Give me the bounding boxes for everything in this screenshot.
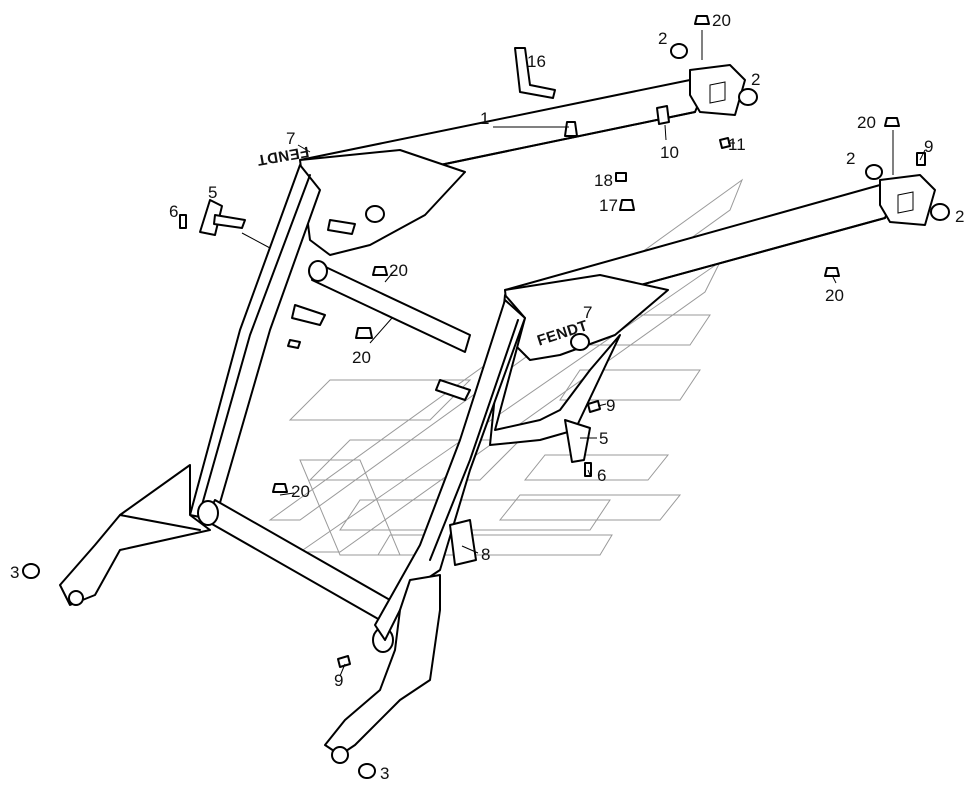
callout-3: 3	[380, 764, 389, 783]
callout-2: 2	[955, 207, 964, 226]
callout-20: 20	[857, 113, 876, 132]
callout-6: 6	[597, 466, 606, 485]
front-arm	[374, 184, 891, 641]
callout-7: 7	[583, 303, 592, 322]
callout-6: 6	[169, 202, 178, 221]
callout-10: 10	[660, 143, 679, 162]
callout-20: 20	[352, 348, 371, 367]
callout-20: 20	[291, 482, 310, 501]
callout-labels: 1 2 2 2 2 3 3 5 5 6 6 7 7 8 9 9 9 10 11 …	[10, 11, 964, 783]
callout-17: 17	[599, 196, 618, 215]
callout-2: 2	[658, 29, 667, 48]
callout-9: 9	[606, 396, 615, 415]
callout-9: 9	[334, 671, 343, 690]
rear-lower-leg	[59, 464, 211, 606]
callout-11: 11	[728, 135, 746, 154]
callout-8: 8	[481, 545, 490, 564]
front-lower-leg	[324, 574, 441, 764]
callout-2: 2	[846, 149, 855, 168]
callout-20: 20	[712, 11, 731, 30]
callout-3: 3	[10, 563, 19, 582]
watermark-logo	[268, 178, 744, 556]
callout-5: 5	[599, 429, 608, 448]
callout-5: 5	[208, 183, 217, 202]
callout-18: 18	[594, 171, 613, 190]
callout-9: 9	[924, 137, 933, 156]
callout-7: 7	[286, 129, 295, 148]
callout-20: 20	[389, 261, 408, 280]
callout-1: 1	[480, 109, 489, 128]
hardware-parts	[22, 15, 950, 779]
leader-lines	[241, 30, 926, 677]
pivot-brackets	[689, 64, 936, 226]
callout-2: 2	[751, 70, 760, 89]
callout-20: 20	[825, 286, 844, 305]
callout-16: 16	[527, 52, 546, 71]
